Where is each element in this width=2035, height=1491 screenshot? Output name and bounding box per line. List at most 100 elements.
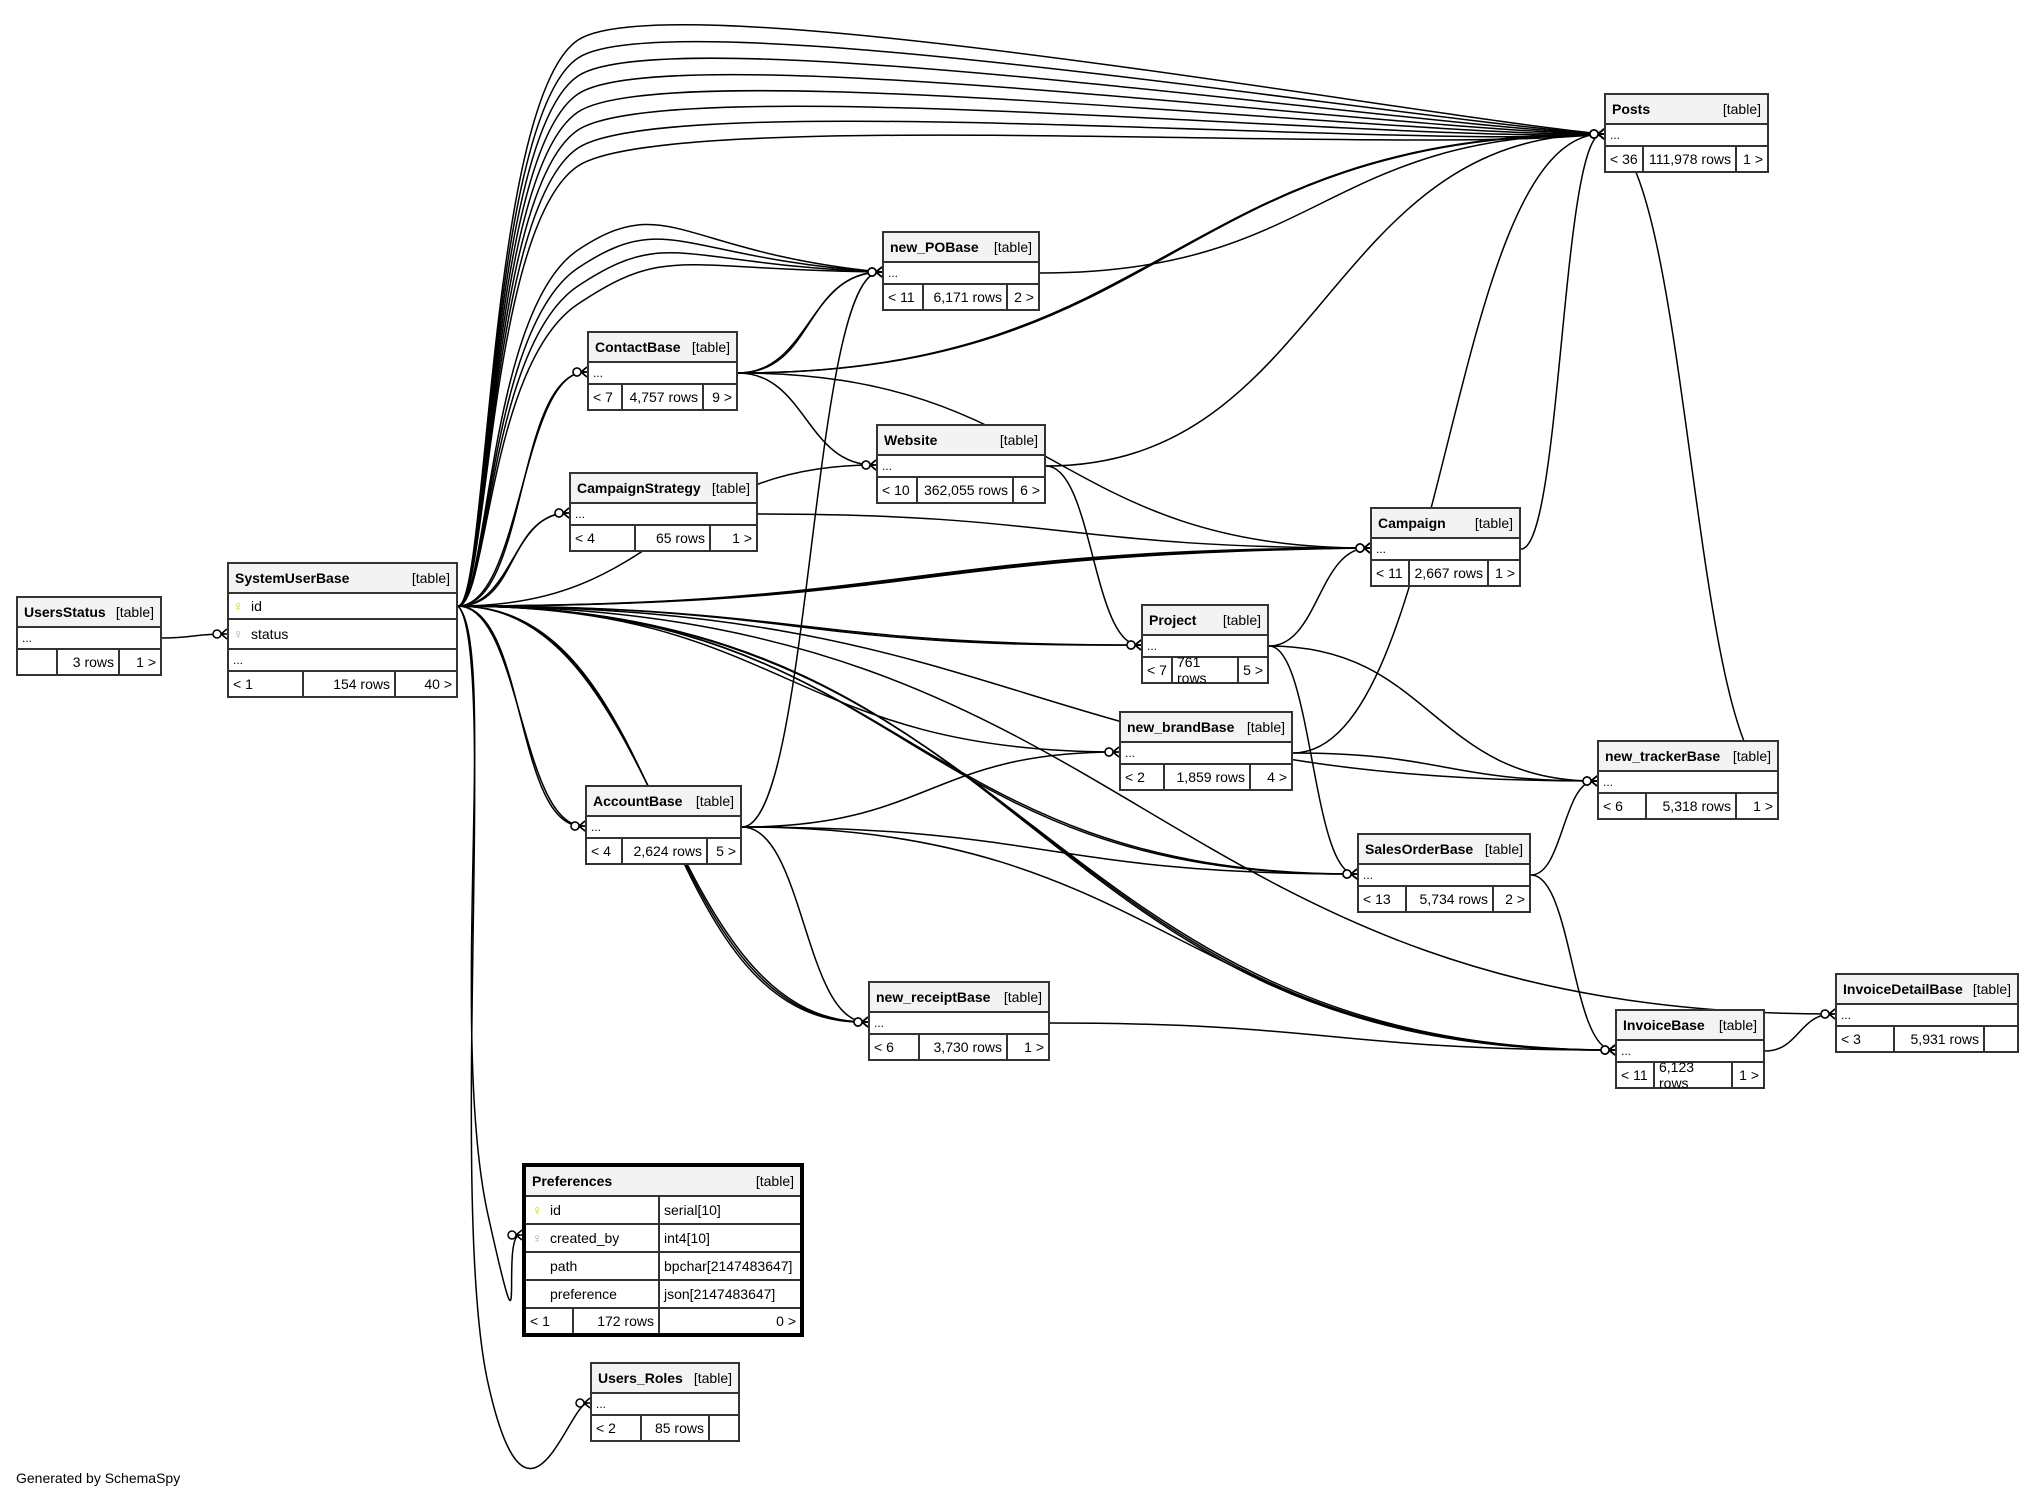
table-name: Posts (1612, 101, 1651, 117)
children-count[interactable]: 1 > (1739, 1067, 1759, 1083)
parents-count[interactable]: < 7 (1143, 658, 1173, 682)
relationship-edge (1601, 133, 1780, 783)
parents-count[interactable]: < 10 (878, 478, 918, 502)
parents-count[interactable]: < 4 (571, 526, 636, 550)
children-count[interactable]: 1 > (1024, 1039, 1044, 1055)
relationship-edge (741, 826, 1614, 1051)
children-count[interactable]: 4 > (1267, 769, 1287, 785)
columns-ellipsis: ... (1121, 743, 1291, 765)
table-name: new_receiptBase (876, 989, 991, 1005)
children-count[interactable]: 9 > (712, 389, 732, 405)
children-count[interactable] (710, 1416, 738, 1440)
parents-count[interactable]: < 6 (1599, 794, 1647, 818)
children-count[interactable] (1985, 1027, 2017, 1051)
table-systemuserbase[interactable]: SystemUserBase[table] ♀id ♀status ... < … (227, 562, 458, 698)
parents-count[interactable]: < 36 (1606, 147, 1644, 171)
table-type: [table] (1474, 515, 1513, 531)
zero-cardinality-marker (1582, 776, 1592, 786)
zero-cardinality-marker (867, 267, 877, 277)
table-name: Users_Roles (598, 1370, 683, 1386)
children-count[interactable]: 1 > (1495, 565, 1515, 581)
parents-count[interactable]: < 1 (526, 1309, 574, 1333)
columns-ellipsis: ... (229, 650, 456, 672)
children-count[interactable]: 6 > (1020, 482, 1040, 498)
row-count: 65 rows (636, 526, 711, 550)
parents-count[interactable]: < 1 (229, 672, 304, 696)
parents-count[interactable]: < 7 (589, 385, 623, 409)
table-type: [table] (411, 570, 450, 586)
table-name: AccountBase (593, 793, 683, 809)
zero-cardinality-marker (554, 508, 564, 518)
relationship-edge (457, 605, 1596, 782)
columns-ellipsis: ... (592, 1394, 738, 1416)
columns-ellipsis: ... (1617, 1041, 1763, 1063)
children-count[interactable]: 5 > (716, 843, 736, 859)
column-name: id (550, 1202, 561, 1218)
children-count[interactable]: 0 > (776, 1313, 796, 1329)
columns-ellipsis: ... (1837, 1005, 2017, 1027)
children-count[interactable]: 1 > (1743, 151, 1763, 167)
children-count[interactable]: 1 > (732, 530, 752, 546)
relationship-edge (457, 133, 1603, 607)
crows-foot-marker (875, 266, 883, 278)
table-type: [table] (1718, 1017, 1757, 1033)
relationship-edge (457, 547, 1369, 607)
relationship-edge (457, 547, 1369, 607)
parents-count[interactable]: < 11 (1372, 561, 1410, 585)
table-name: new_brandBase (1127, 719, 1235, 735)
row-count: 2,624 rows (623, 839, 708, 863)
parents-count[interactable]: < 2 (592, 1416, 642, 1440)
parents-count[interactable]: < 11 (1617, 1063, 1655, 1087)
parents-count[interactable]: < 2 (1121, 765, 1165, 789)
parents-count[interactable]: < 6 (870, 1035, 920, 1059)
relationship-edge (1049, 1022, 1614, 1051)
parents-count[interactable]: < 13 (1359, 887, 1407, 911)
children-count[interactable]: 1 > (136, 654, 156, 670)
children-count[interactable]: 2 > (1505, 891, 1525, 907)
crows-foot-marker (580, 366, 588, 378)
zero-cardinality-marker (570, 821, 580, 831)
zero-cardinality-marker (572, 367, 582, 377)
relationship-edge (457, 371, 586, 607)
relationship-edge (457, 605, 584, 827)
table-name: Project (1149, 612, 1197, 628)
relationship-edge (1292, 752, 1596, 782)
table-type: [table] (993, 239, 1032, 255)
relationship-edge (1039, 133, 1603, 274)
table-type: [table] (999, 432, 1038, 448)
row-count: 6,171 rows (924, 285, 1008, 309)
children-count[interactable]: 2 > (1014, 289, 1034, 305)
column-row: ♀id (229, 594, 456, 620)
zero-cardinality-marker (575, 1398, 585, 1408)
children-count[interactable]: 1 > (1753, 798, 1773, 814)
parents-count[interactable]: < 11 (884, 285, 924, 309)
table-type: [table] (1222, 612, 1261, 628)
parents-count[interactable] (18, 650, 58, 674)
zero-cardinality-marker (507, 1230, 517, 1240)
relationship-edge (1268, 645, 1356, 875)
row-count: 5,318 rows (1647, 794, 1737, 818)
table-name: SalesOrderBase (1365, 841, 1474, 857)
children-count[interactable]: 40 > (424, 676, 452, 692)
parents-count[interactable]: < 4 (587, 839, 623, 863)
children-count[interactable]: 5 > (1243, 662, 1263, 678)
parents-count[interactable]: < 3 (1837, 1027, 1895, 1051)
